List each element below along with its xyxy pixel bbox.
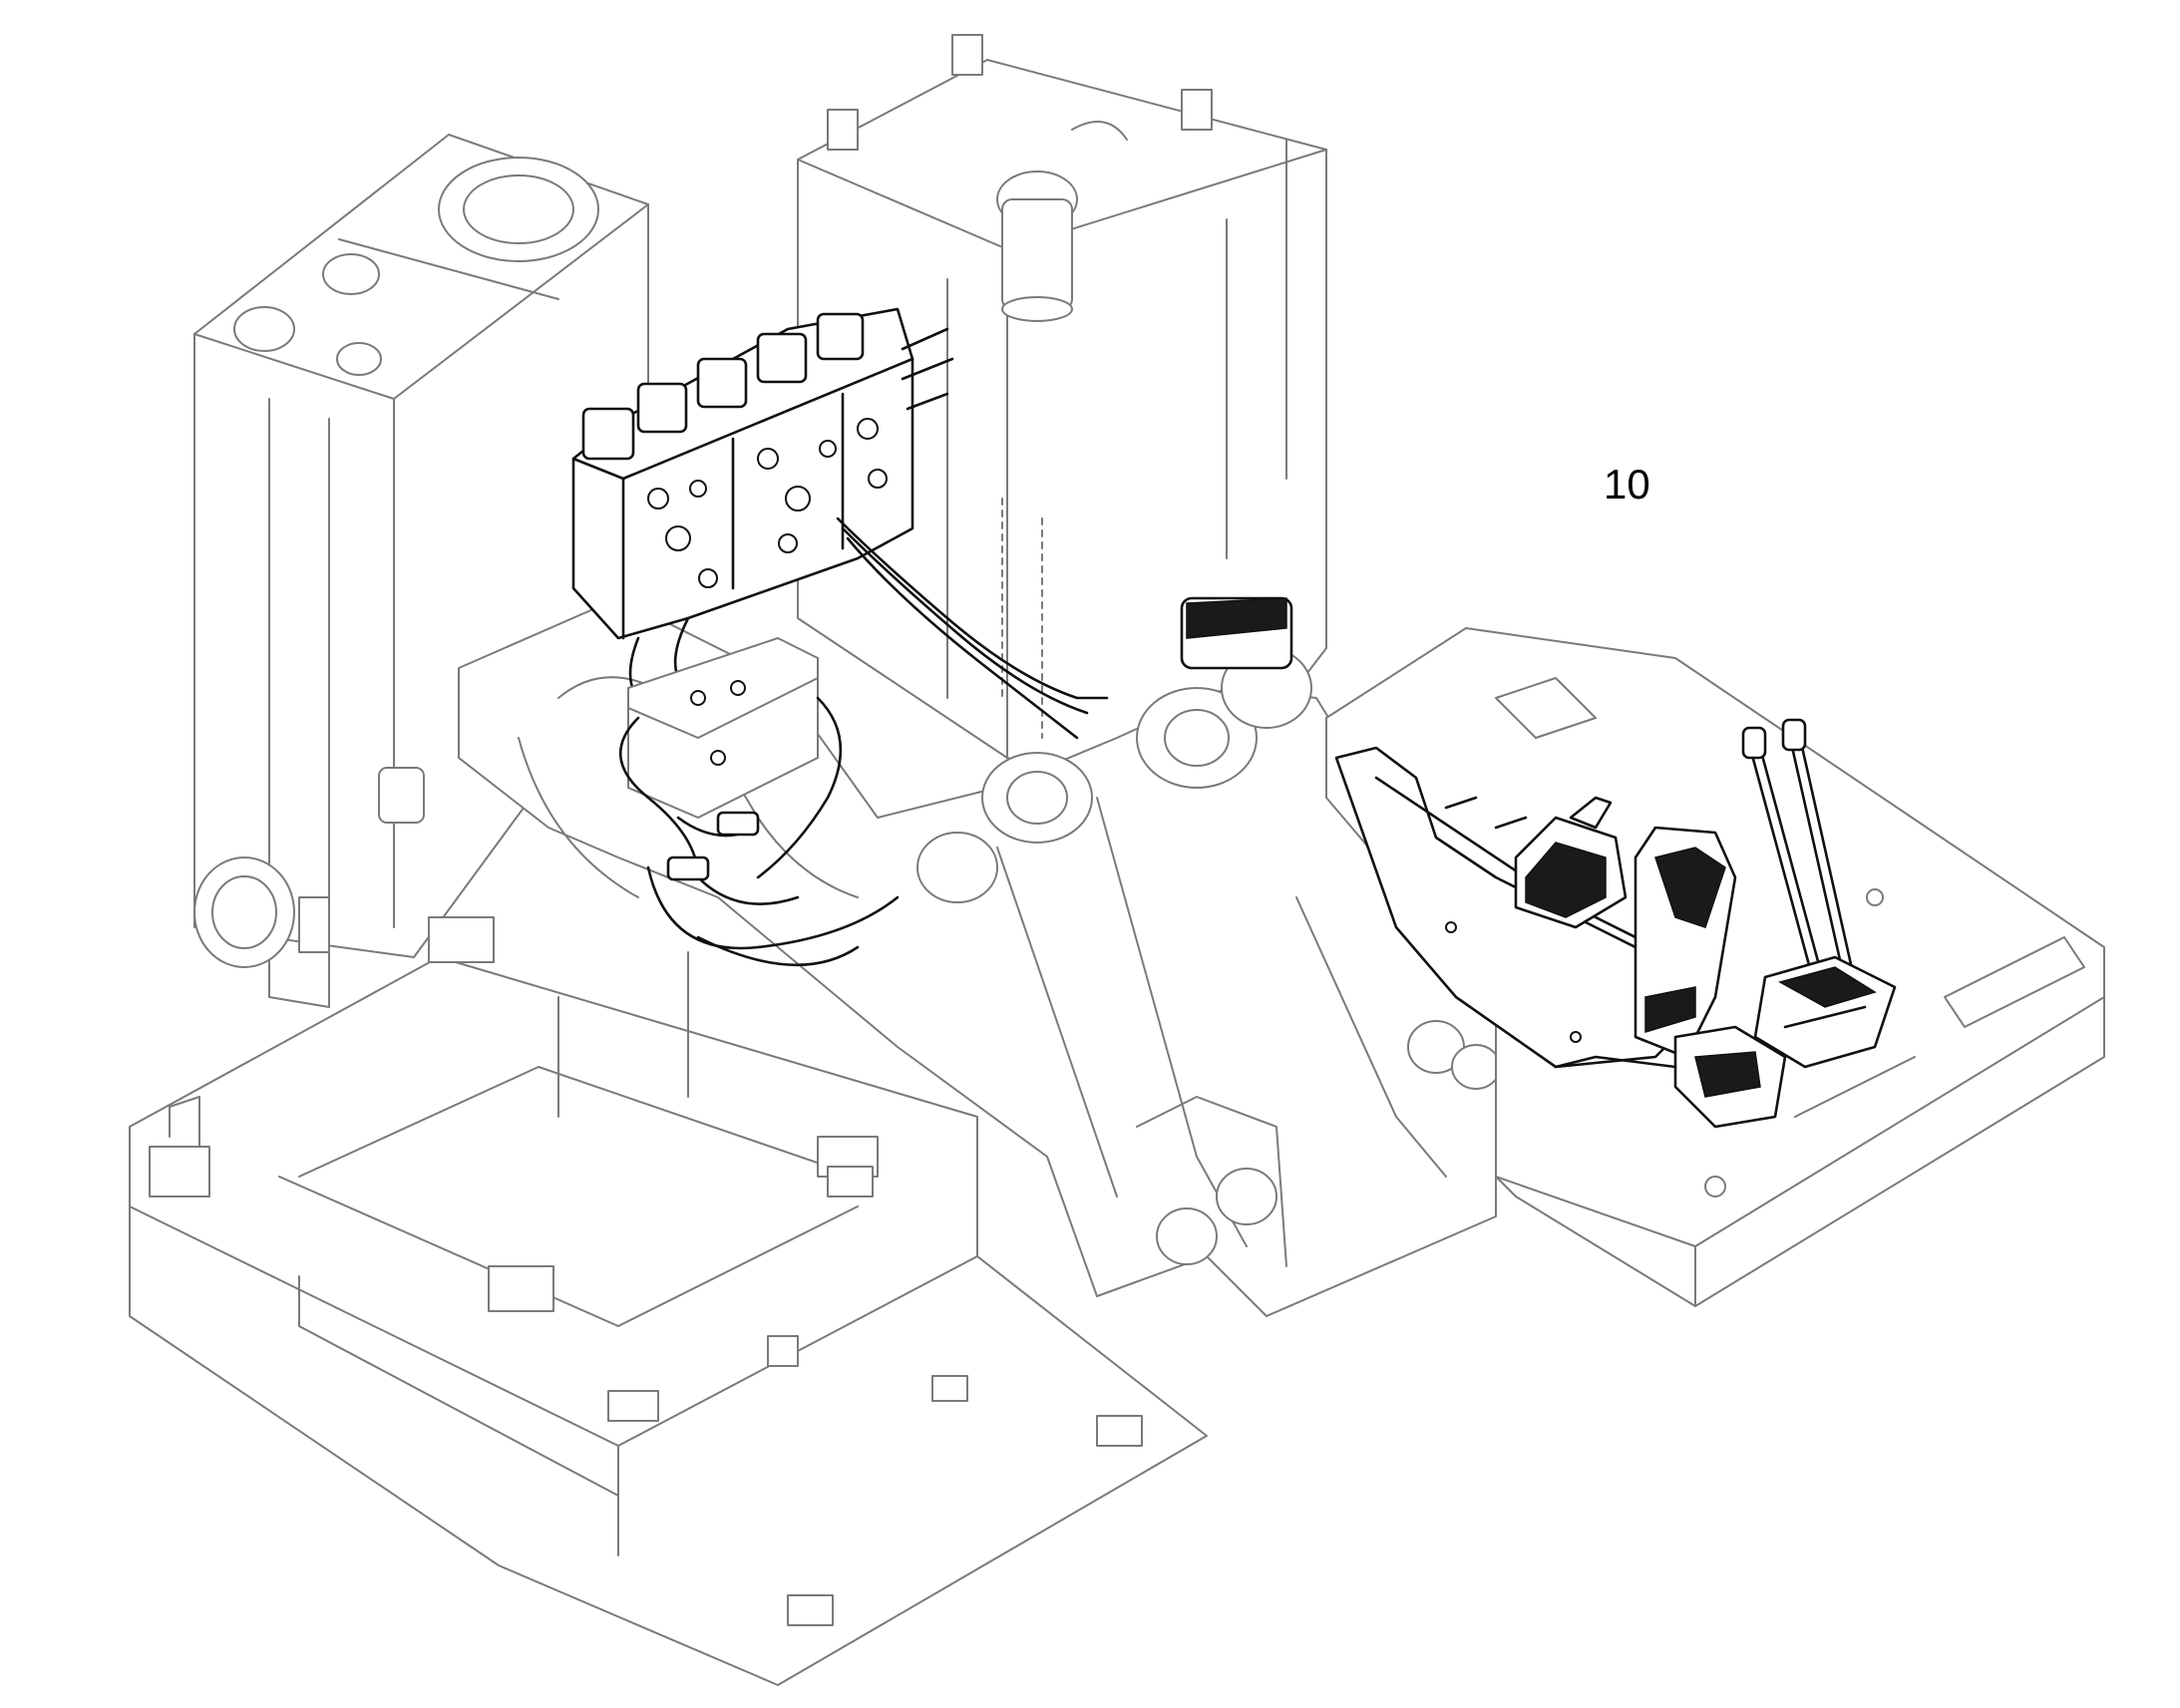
operator-console [1180, 596, 1787, 1129]
left-frame [129, 916, 1208, 1686]
secondary-valve [618, 637, 900, 967]
callout-label: 10 [1604, 461, 1650, 508]
control-valve-block [571, 307, 1109, 740]
travel-pedals [1741, 718, 1897, 1069]
